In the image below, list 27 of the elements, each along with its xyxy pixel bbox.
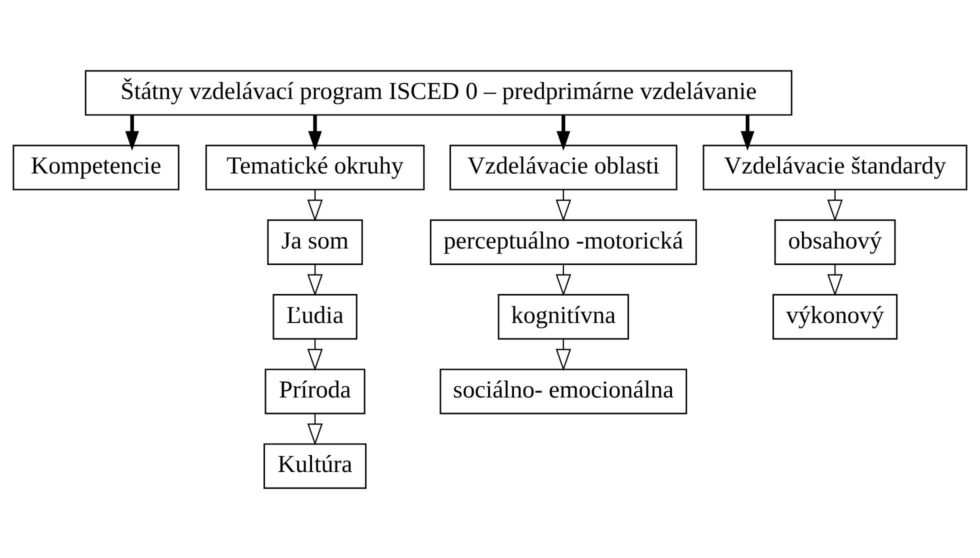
node-box: výkonový: [772, 294, 898, 340]
arrow: [308, 114, 322, 150]
arrow: [307, 189, 323, 222]
arrow: [556, 189, 572, 222]
arrow: [556, 338, 572, 370]
node-box: Štátny vzdelávací program ISCED 0 – predprimárne vzdelávanie: [84, 70, 792, 116]
node-box: Tematické okruhy: [205, 144, 425, 190]
arrow: [556, 264, 572, 296]
node-box: Kultúra: [264, 442, 367, 488]
node-box: Ja som: [267, 218, 363, 264]
node-box: Vzdelávacie oblasti: [450, 144, 678, 190]
arrow: [125, 114, 139, 150]
arrow: [307, 338, 323, 370]
node-box: perceptuálno -motorická: [430, 218, 697, 264]
arrow: [307, 264, 323, 296]
node-box: Ľudia: [272, 294, 358, 340]
node-box: Príroda: [264, 368, 366, 414]
arrow: [827, 264, 843, 296]
arrow: [827, 189, 843, 222]
node-box: kognitívna: [498, 294, 629, 340]
node-box: sociálno- emocionálna: [440, 368, 688, 414]
node-box: Vzdelávacie štandardy: [702, 144, 968, 190]
arrow: [556, 114, 570, 150]
node-box: obsahový: [774, 218, 896, 264]
arrow: [307, 413, 323, 446]
arrow: [740, 114, 754, 150]
node-box: Kompetencie: [12, 144, 180, 190]
